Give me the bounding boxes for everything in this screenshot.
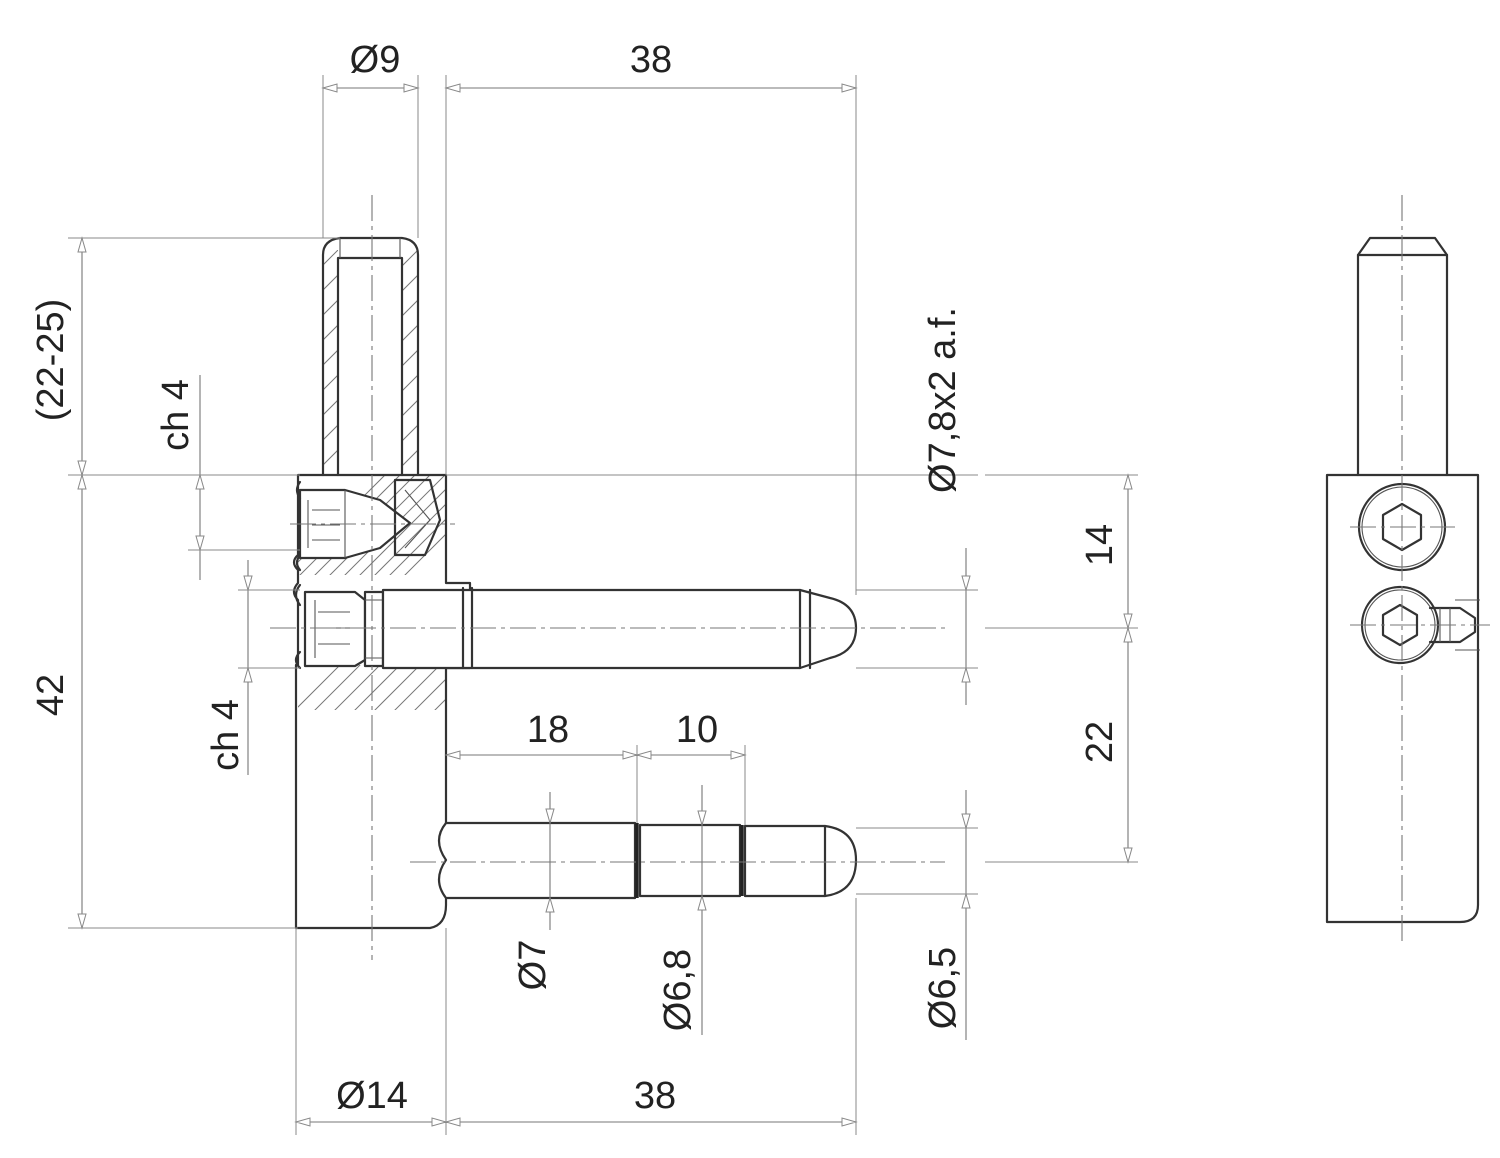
dim-lower-section-1: 18 (527, 709, 569, 751)
dim-bottom-arm-length: 38 (634, 1075, 676, 1117)
dim-lower-diameter-3: Ø6,5 (922, 947, 964, 1029)
dim-chamfer-lower: ch 4 (205, 699, 247, 771)
inner-cone (393, 478, 442, 557)
dim-pin-length-range: (22-25) (30, 299, 72, 422)
dim-lower-diameter-2: Ø6,8 (657, 949, 699, 1031)
dim-top-pin-diameter: Ø9 (350, 39, 401, 81)
side-body (1325, 473, 1480, 924)
dimension-labels: Ø9 38 (22-25) ch 4 42 ch 4 Ø7,8x2 a.f. 1… (30, 39, 1121, 1117)
inner-cone-tip (404, 489, 431, 549)
top-pin-outline (321, 236, 420, 477)
dim-barrel-diameter: Ø14 (336, 1075, 408, 1117)
dim-top-arm-length: 38 (630, 39, 672, 81)
dim-lower-section-2: 10 (676, 709, 718, 751)
dim-lower-diameter-1: Ø7 (512, 940, 554, 991)
dimension-lines (68, 75, 1138, 1135)
dim-lower-spacing: 22 (1079, 721, 1121, 763)
dim-upper-spacing: 14 (1079, 524, 1121, 566)
hatch-mid-body (298, 665, 446, 710)
lower-horizontal-pin (437, 821, 858, 900)
dim-square-drive: Ø7,8x2 a.f. (922, 307, 964, 493)
hatch-pin-walls (323, 250, 418, 471)
top-pin-bore-top (339, 238, 401, 258)
dim-chamfer-upper: ch 4 (155, 379, 197, 451)
lower-set-screw (294, 583, 385, 670)
front-section-view (270, 195, 945, 960)
dim-overall-height: 42 (30, 674, 72, 716)
top-pin-bore (336, 256, 404, 477)
side-view (1325, 195, 1490, 945)
